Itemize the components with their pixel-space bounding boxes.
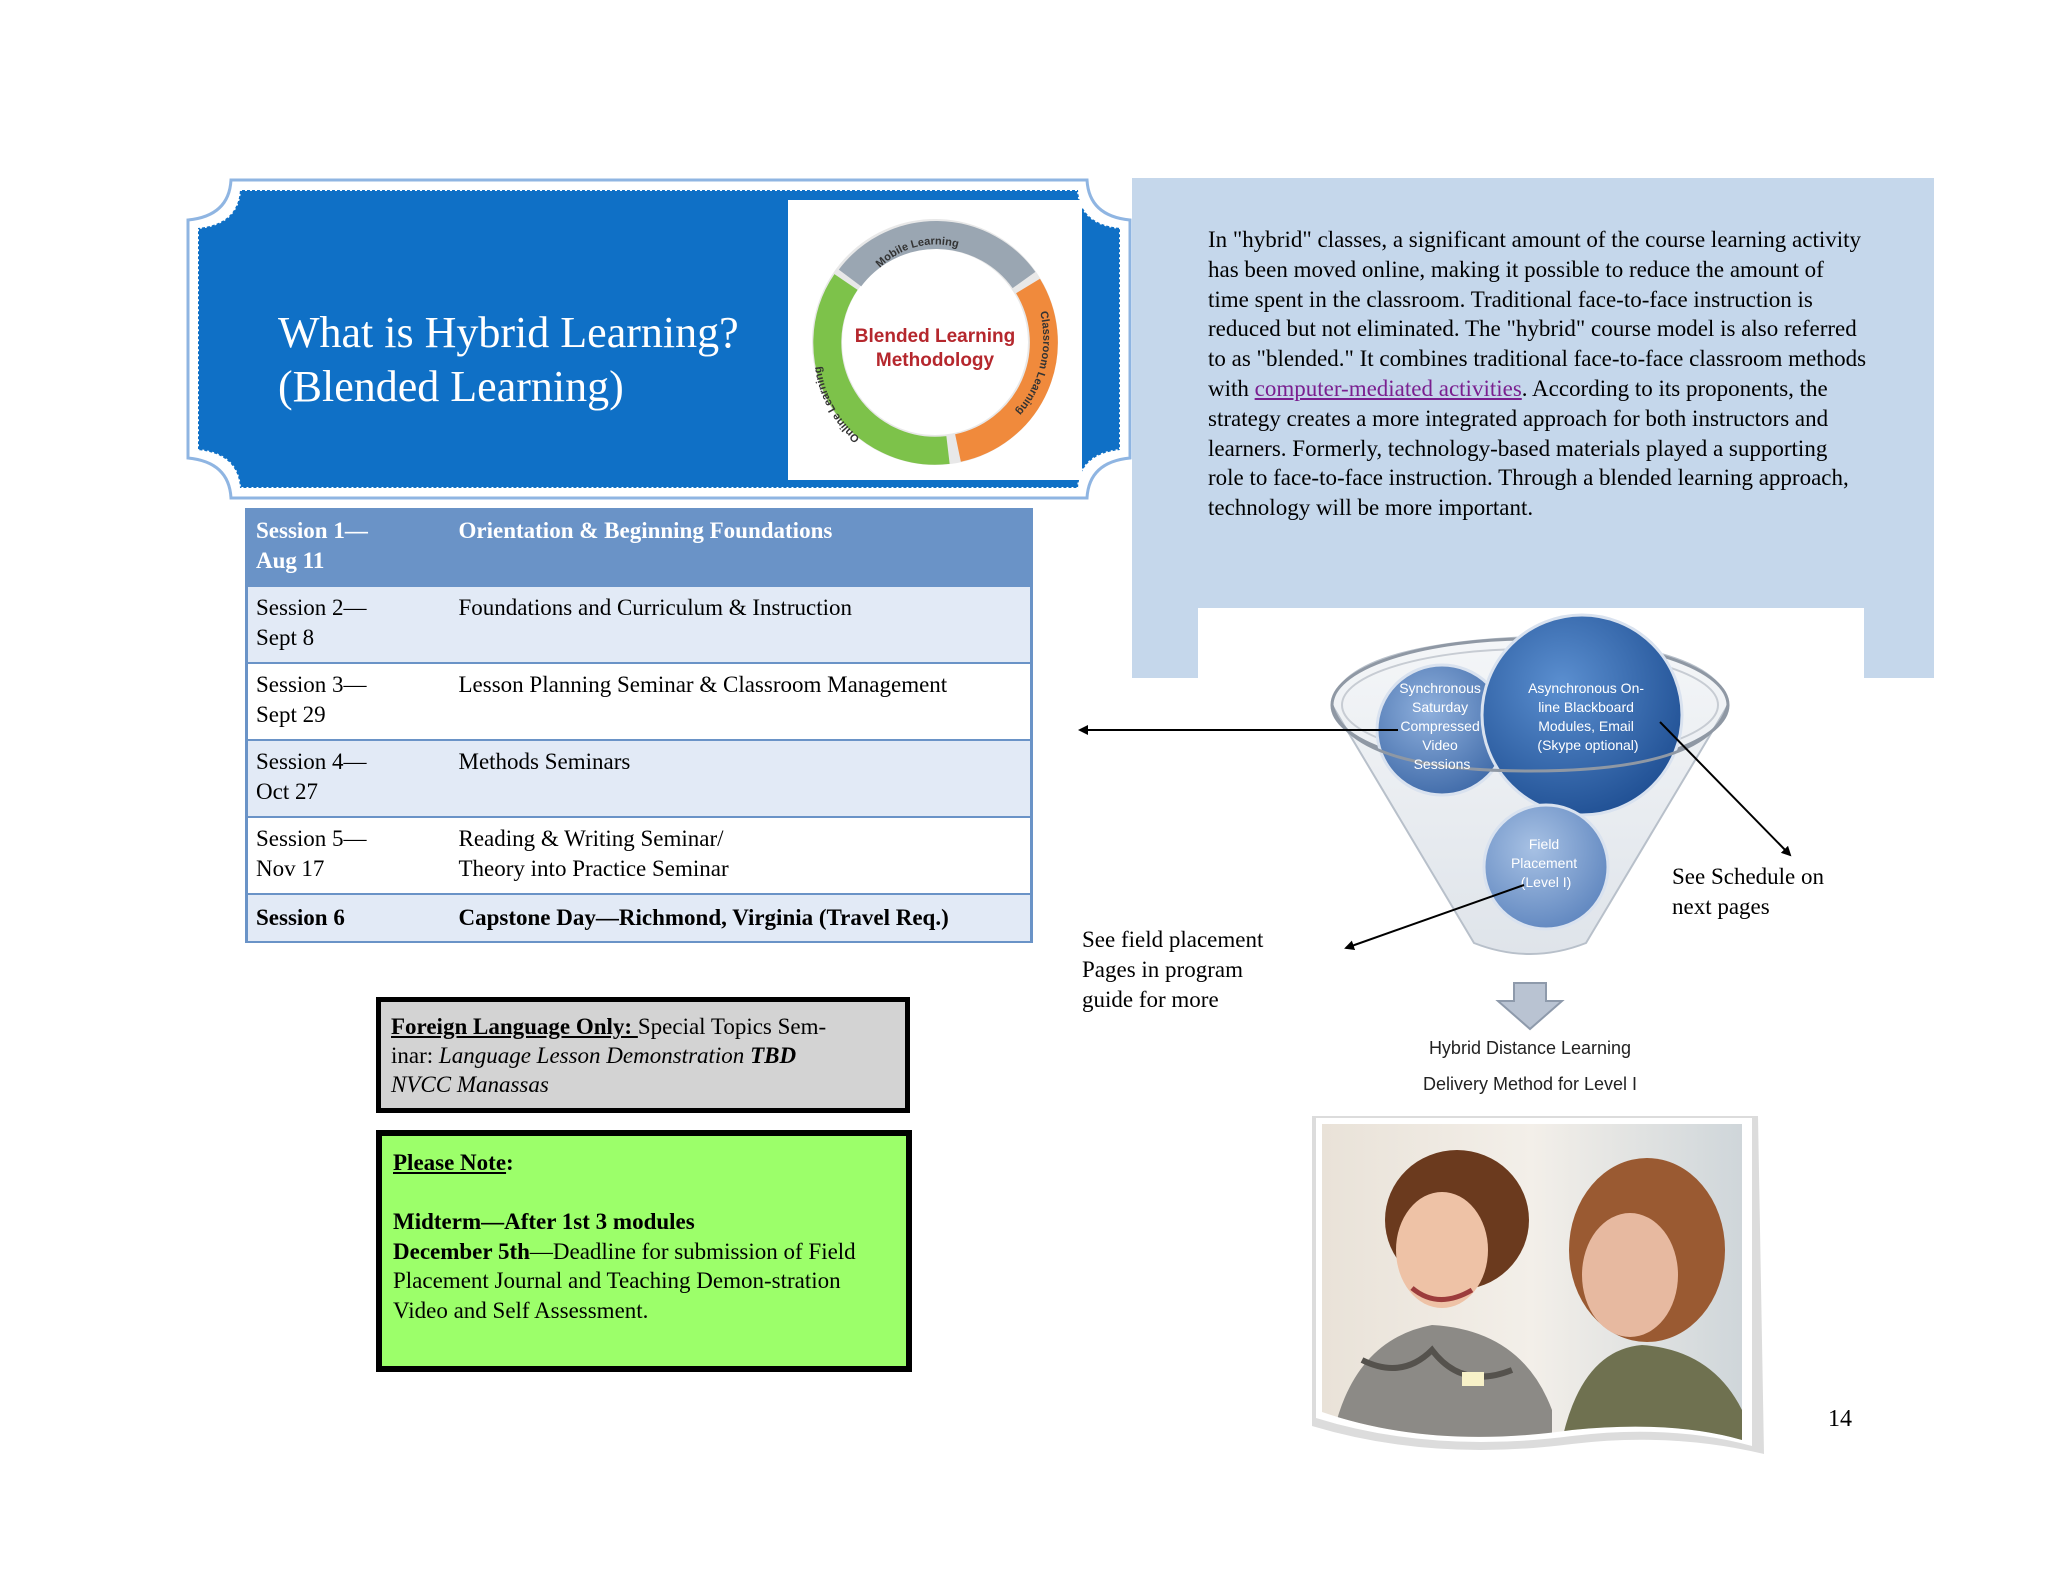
banner-title: What is Hybrid Learning? (Blended Learni… <box>278 306 798 414</box>
session-cell: Session 3—Sept 29 <box>245 662 451 741</box>
students-photo <box>1312 1110 1772 1490</box>
computer-mediated-activities-link[interactable]: computer-mediated activities <box>1254 375 1522 401</box>
please-note-box: Please Note: Midterm—After 1st 3 modules… <box>376 1130 912 1372</box>
table-row: Session 1—Aug 11 Orientation & Beginning… <box>245 508 1033 587</box>
blended-learning-logo: Blended Learning Methodology Mobile Lear… <box>788 200 1082 480</box>
classroom-learning-segment <box>954 278 1058 462</box>
topic-cell: Lesson Planning Seminar & Classroom Mana… <box>450 662 1033 741</box>
session-cell: Session 1—Aug 11 <box>245 508 451 587</box>
table-row: Session 5—Nov 17 Reading & Writing Semin… <box>245 816 1033 895</box>
banner-title-line2: (Blended Learning) <box>278 362 624 411</box>
schedule-note: See Schedule on next pages <box>1672 864 1825 919</box>
banner-title-line1: What is Hybrid Learning? <box>278 308 739 357</box>
field-placement-circle <box>1482 803 1610 931</box>
topic-cell: Reading & Writing Seminar/Theory into Pr… <box>450 816 1033 895</box>
sessions-table: Session 1—Aug 11 Orientation & Beginning… <box>245 508 1033 943</box>
svg-text:Synchronous Saturday: Synchronous Saturday Compressed Video Se… <box>1399 680 1485 772</box>
hybrid-delivery-diagram: Synchronous Saturday Compressed Video Se… <box>1320 605 1740 1105</box>
please-note-heading: Please Note <box>393 1150 507 1175</box>
session-cell: Session 6 <box>245 893 451 943</box>
arrow-to-schedule-note-icon <box>1659 721 1792 857</box>
info-panel <box>1132 178 1934 688</box>
table-row: Session 2—Sept 8 Foundations and Curricu… <box>245 585 1033 664</box>
table-row: Session 3—Sept 29 Lesson Planning Semina… <box>245 662 1033 741</box>
topic-cell: Foundations and Curriculum & Instruction <box>450 585 1033 664</box>
table-row: Session 6 Capstone Day—Richmond, Virgini… <box>245 893 1033 943</box>
topic-cell: Capstone Day—Richmond, Virginia (Travel … <box>450 893 1033 943</box>
down-arrow-icon <box>1495 982 1565 1031</box>
midterm-note: Midterm—After 1st 3 modules <box>393 1209 695 1234</box>
session-cell: Session 2—Sept 8 <box>245 585 451 664</box>
hybrid-description: In "hybrid" classes, a significant amoun… <box>1208 227 1867 521</box>
topic-cell: Orientation & Beginning Foundations <box>450 508 1033 587</box>
session-cell: Session 4—Oct 27 <box>245 739 451 818</box>
topic-cell: Methods Seminars <box>450 739 1033 818</box>
mobile-learning-segment <box>838 220 1036 289</box>
arrow-to-field-note-icon <box>1344 884 1525 951</box>
table-row: Session 4—Oct 27 Methods Seminars <box>245 739 1033 818</box>
svg-text:Asynchronous On- line Bl: Asynchronous On- line Blackboard Modules… <box>1528 680 1648 753</box>
title-banner: What is Hybrid Learning? (Blended Learni… <box>186 178 1132 500</box>
logo-center-line1: Blended Learning <box>855 326 1015 347</box>
online-learning-segment <box>813 274 950 465</box>
field-placement-note: See field placement Pages in program gui… <box>1082 927 1264 1012</box>
foreign-language-box: Foreign Language Only: Special Topics Se… <box>376 997 910 1113</box>
diagram-caption: Hybrid Distance Learning Delivery Method… <box>1422 1038 1638 1094</box>
page-number: 14 <box>1828 1406 1852 1432</box>
svg-text:Field Placement (L: Field Placement (Level I) <box>1511 836 1581 890</box>
session-cell: Session 5—Nov 17 <box>245 816 451 895</box>
foreign-language-lead: Foreign Language Only: <box>391 1014 638 1039</box>
logo-center-line2: Methodology <box>876 350 995 371</box>
